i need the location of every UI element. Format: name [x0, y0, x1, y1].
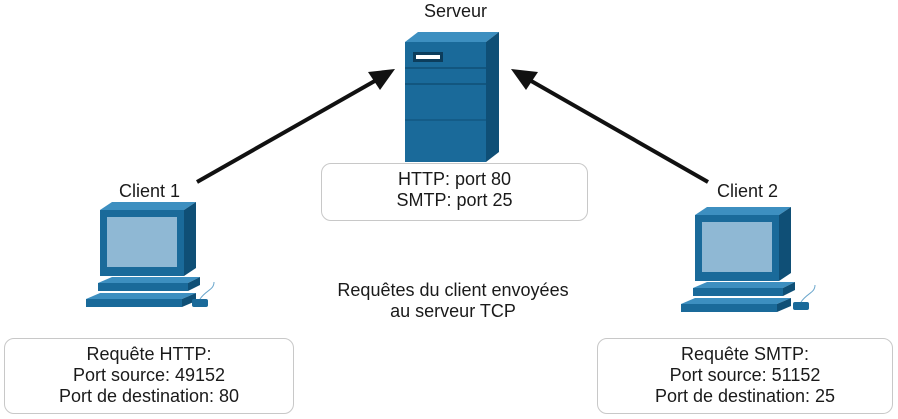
- client2-destination-port: Port de destination: 25: [654, 386, 836, 406]
- client1-request-type: Requête HTTP:: [86, 344, 212, 364]
- client1-request-box: Requête HTTP: Port source: 49152 Port de…: [4, 338, 294, 414]
- server-icon: [405, 32, 499, 162]
- client1-title: Client 1: [119, 181, 181, 201]
- arrow-client1-to-server: [196, 69, 395, 184]
- caption-line-1: Requêtes du client envoyées: [337, 280, 569, 300]
- computer-icon-client1: [86, 202, 215, 307]
- client2-source-port: Port source: 51152: [669, 365, 821, 385]
- server-port-smtp: SMTP: port 25: [396, 190, 513, 210]
- server-ports-box: HTTP: port 80 SMTP: port 25: [321, 163, 588, 221]
- server-title: Serveur: [424, 1, 488, 21]
- computer-icon-client2: [681, 207, 816, 312]
- caption-line-2: au serveur TCP: [390, 301, 516, 321]
- client1-source-port: Port source: 49152: [72, 365, 226, 385]
- caption: Requêtes du client envoyées au serveur T…: [323, 280, 583, 322]
- server-port-http: HTTP: port 80: [397, 169, 512, 189]
- arrow-client2-to-server: [511, 69, 709, 184]
- client2-request-box: Requête SMTP: Port source: 51152 Port de…: [597, 338, 893, 414]
- client1-destination-port: Port de destination: 80: [58, 386, 240, 406]
- client2-request-type: Requête SMTP:: [680, 344, 810, 364]
- client2-title: Client 2: [717, 181, 779, 201]
